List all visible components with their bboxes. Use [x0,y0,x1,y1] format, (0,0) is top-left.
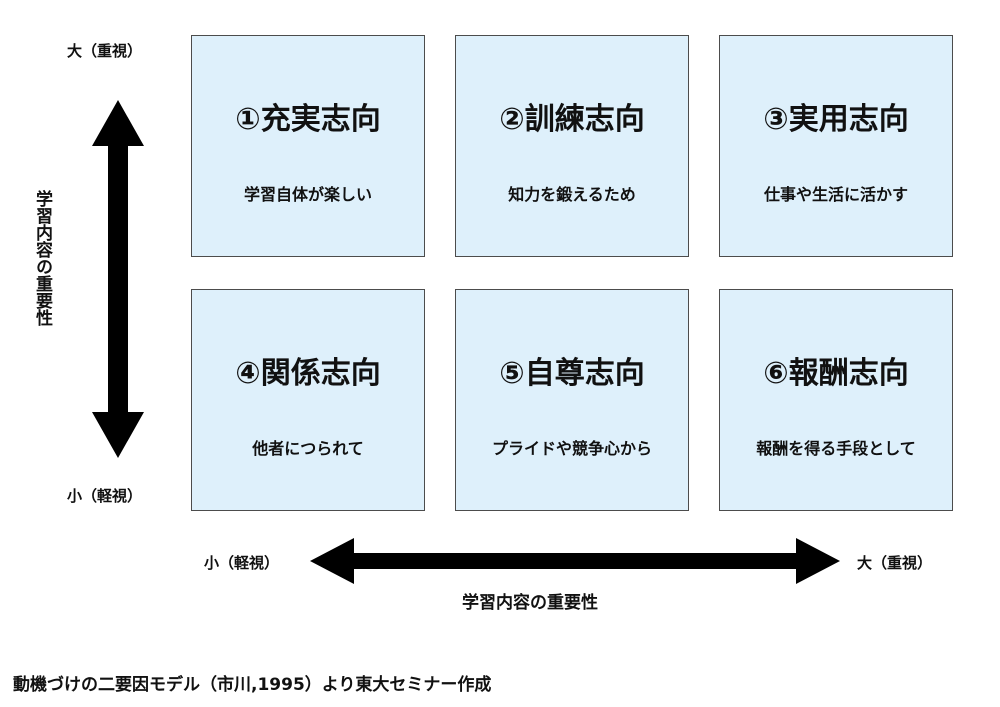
y-axis-title: 学習内容の重要性 [32,190,52,326]
cell-fulfillment: ①充実志向 学習自体が楽しい [191,35,425,257]
cell-subtitle: 仕事や生活に活かす [763,185,908,204]
cell-self-esteem: ⑤自尊志向 プライドや競争心から [455,289,689,511]
horizontal-double-arrow [310,538,840,584]
x-axis-right-label: 大（重視） [857,554,933,572]
cell-title: ①充実志向 [235,102,381,137]
cell-relational: ④関係志向 他者につられて [191,289,425,511]
cell-subtitle: 知力を鍛えるため [508,185,636,204]
cell-title: ⑥報酬志向 [763,356,909,391]
vertical-double-arrow [92,100,144,458]
figure-caption: 動機づけの二要因モデル（市川,1995）より東大セミナー作成 [13,675,492,695]
cell-reward: ⑥報酬志向 報酬を得る手段として [719,289,953,511]
cell-title: ③実用志向 [763,102,909,137]
x-axis-title: 学習内容の重要性 [462,593,598,613]
cell-subtitle: プライドや競争心から [491,439,652,458]
cell-subtitle: 報酬を得る手段として [756,439,916,458]
y-axis-top-label: 大（重視） [67,42,143,60]
cell-title: ④関係志向 [235,356,381,391]
cell-practical: ③実用志向 仕事や生活に活かす [719,35,953,257]
y-axis-bottom-label: 小（軽視） [67,487,143,505]
cell-title: ⑤自尊志向 [499,356,645,391]
cell-subtitle: 他者につられて [252,439,364,458]
cell-subtitle: 学習自体が楽しい [243,185,372,204]
motivation-grid: ①充実志向 学習自体が楽しい ②訓練志向 知力を鍛えるため ③実用志向 仕事や生… [191,35,953,512]
cell-title: ②訓練志向 [499,102,645,137]
x-axis-left-label: 小（軽視） [204,554,280,572]
cell-training: ②訓練志向 知力を鍛えるため [455,35,689,257]
